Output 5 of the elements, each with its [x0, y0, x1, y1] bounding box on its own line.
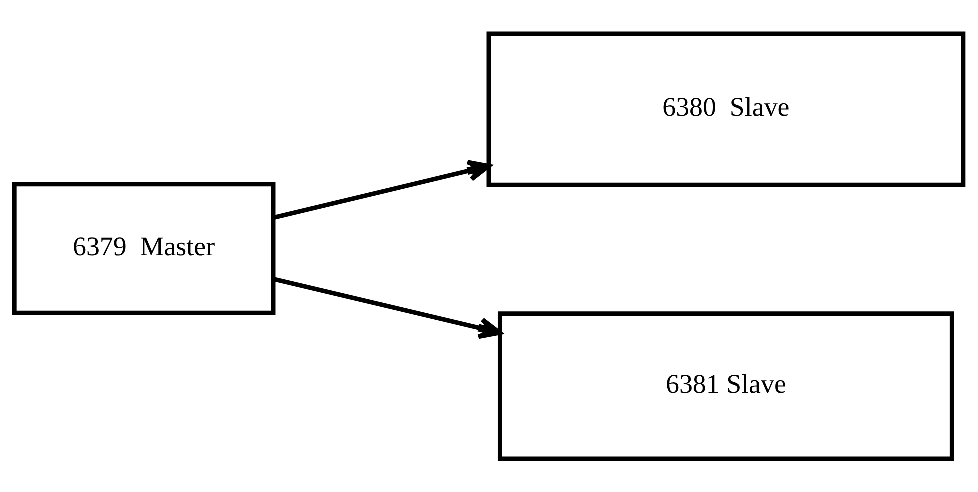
- arrow: [274, 276, 502, 339]
- node-box: 6379 Master: [12, 182, 276, 315]
- node-box: 6380 Slave: [486, 31, 966, 187]
- node-box: 6381 Slave: [498, 311, 954, 461]
- arrow: [274, 160, 491, 220]
